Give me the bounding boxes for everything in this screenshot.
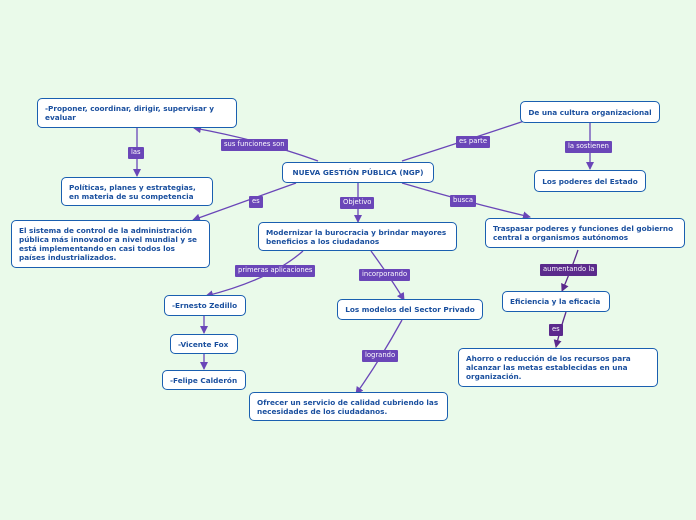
node-ahorro-recursos[interactable]: Ahorro o reducción de los recursos para … — [458, 348, 658, 387]
label-es-ahorro: es — [549, 324, 563, 336]
node-cultura-organizacional[interactable]: De una cultura organizacional — [520, 101, 660, 123]
node-proponer-coordinar[interactable]: -Proponer, coordinar, dirigir, supervisa… — [37, 98, 237, 128]
label-primeras-aplicaciones: primeras aplicaciones — [235, 265, 316, 277]
label-es-parte: es parte — [456, 136, 491, 148]
label-las: las — [128, 147, 144, 159]
node-servicio-calidad[interactable]: Ofrecer un servicio de calidad cubriendo… — [249, 392, 448, 421]
label-la-sostienen: la sostienen — [565, 141, 612, 153]
node-politicas-planes[interactable]: Políticas, planes y estrategias, en mate… — [61, 177, 213, 206]
node-modelos-sector-privado[interactable]: Los modelos del Sector Privado — [337, 299, 483, 320]
label-objetivo: Objetivo — [340, 197, 375, 209]
node-ernesto-zedillo[interactable]: -Ernesto Zedillo — [164, 295, 246, 316]
label-busca: busca — [450, 195, 477, 207]
node-nueva-gestion-publica[interactable]: NUEVA GESTIÓN PÚBLICA (NGP) — [282, 162, 434, 183]
node-eficiencia-eficacia[interactable]: Eficiencia y la eficacia — [502, 291, 610, 312]
node-poderes-estado[interactable]: Los poderes del Estado — [534, 170, 646, 192]
label-logrando: logrando — [362, 350, 399, 362]
node-traspasar-poderes[interactable]: Traspasar poderes y funciones del gobier… — [485, 218, 685, 248]
node-modernizar-burocracia[interactable]: Modernizar la burocracia y brindar mayor… — [258, 222, 457, 251]
edge-center-sistema — [192, 182, 297, 222]
node-felipe-calderon[interactable]: -Felipe Calderón — [162, 370, 246, 390]
label-es-sistema: es — [249, 196, 263, 208]
label-incorporando: incorporando — [359, 269, 411, 281]
label-sus-funciones-son: sus funciones son — [221, 139, 288, 151]
node-vicente-fox[interactable]: -Vicente Fox — [170, 334, 238, 354]
label-aumentando-la: aumentando la — [540, 264, 598, 276]
node-sistema-control[interactable]: El sistema de control de la administraci… — [11, 220, 210, 268]
